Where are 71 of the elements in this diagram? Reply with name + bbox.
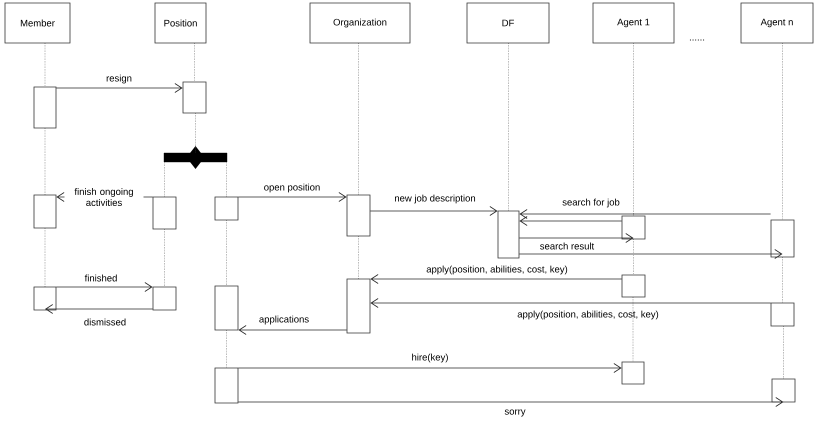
lifeline [164,229,165,287]
activation-box [346,278,370,334]
edge-label: sorry [504,409,526,417]
lifeline [194,43,195,82]
lifeline-header: Position [154,2,206,44]
lifeline [508,43,509,211]
activation-box [214,196,238,220]
activation-box [622,216,646,240]
lifeline [44,43,46,87]
lifeline [44,128,46,195]
lifeline-header: DF [466,2,550,44]
message-arrow [519,216,622,226]
activation-box [622,362,644,384]
message-arrow [238,325,347,335]
lifeline [44,228,46,287]
lifeline-header: Organization [310,2,410,44]
message-arrow [238,192,347,202]
edge-label: new job description [394,194,476,204]
lifeline [782,257,783,303]
activation-box [622,274,646,298]
message-arrow [45,304,153,314]
edge-label: search result [540,242,594,250]
activation-box [770,220,794,258]
lifeline [226,162,227,197]
lifeline [633,239,634,275]
activation-box [34,194,56,228]
lifeline [632,297,634,362]
message-arrow [519,209,771,219]
lifeline [226,330,227,368]
message-arrow [56,83,183,93]
lifeline [358,236,359,279]
edge-label: finish ongoing activities [64,188,144,206]
activation-box [152,286,176,310]
lifeline-header: Agent 1 [592,2,674,44]
edge-label: hire(key) [412,354,448,362]
edge-label: apply(position, abilities, cost, key) [426,266,568,274]
lifeline-header: Member [4,2,70,44]
activation-box [214,368,238,404]
message-arrow [519,249,783,259]
message-arrow [519,233,634,243]
message-arrow [370,206,498,216]
edge-label: dismissed [84,318,126,326]
activation-box [498,210,520,258]
lifeline [633,43,634,216]
activation-box [182,82,206,114]
lifeline [358,43,359,195]
lifeline [164,162,165,197]
lifeline-header: Agent n [740,2,814,44]
activation-box [214,286,238,330]
lifeline [783,326,784,379]
message-arrow [238,397,784,407]
edge-label: finished [84,274,117,282]
lifeline [226,220,227,286]
message-arrow [370,298,771,308]
edge-label: apply(position, abilities, cost, key) [518,310,658,320]
activation-box [34,86,56,128]
edge-label: applications [259,316,309,324]
lifeline [782,43,783,220]
fork-bar [164,146,228,169]
activation-box [770,302,794,326]
edge-label: resign [106,74,132,84]
edge-label: open position [264,184,320,192]
message-arrow [238,363,622,373]
activation-box [34,286,56,310]
message-arrow [370,274,622,284]
edge-label: search for job [562,198,620,208]
message-arrow [56,282,153,292]
activation-box [772,378,796,402]
activation-box [152,196,176,230]
lifeline [195,113,196,154]
activation-box [346,194,370,236]
